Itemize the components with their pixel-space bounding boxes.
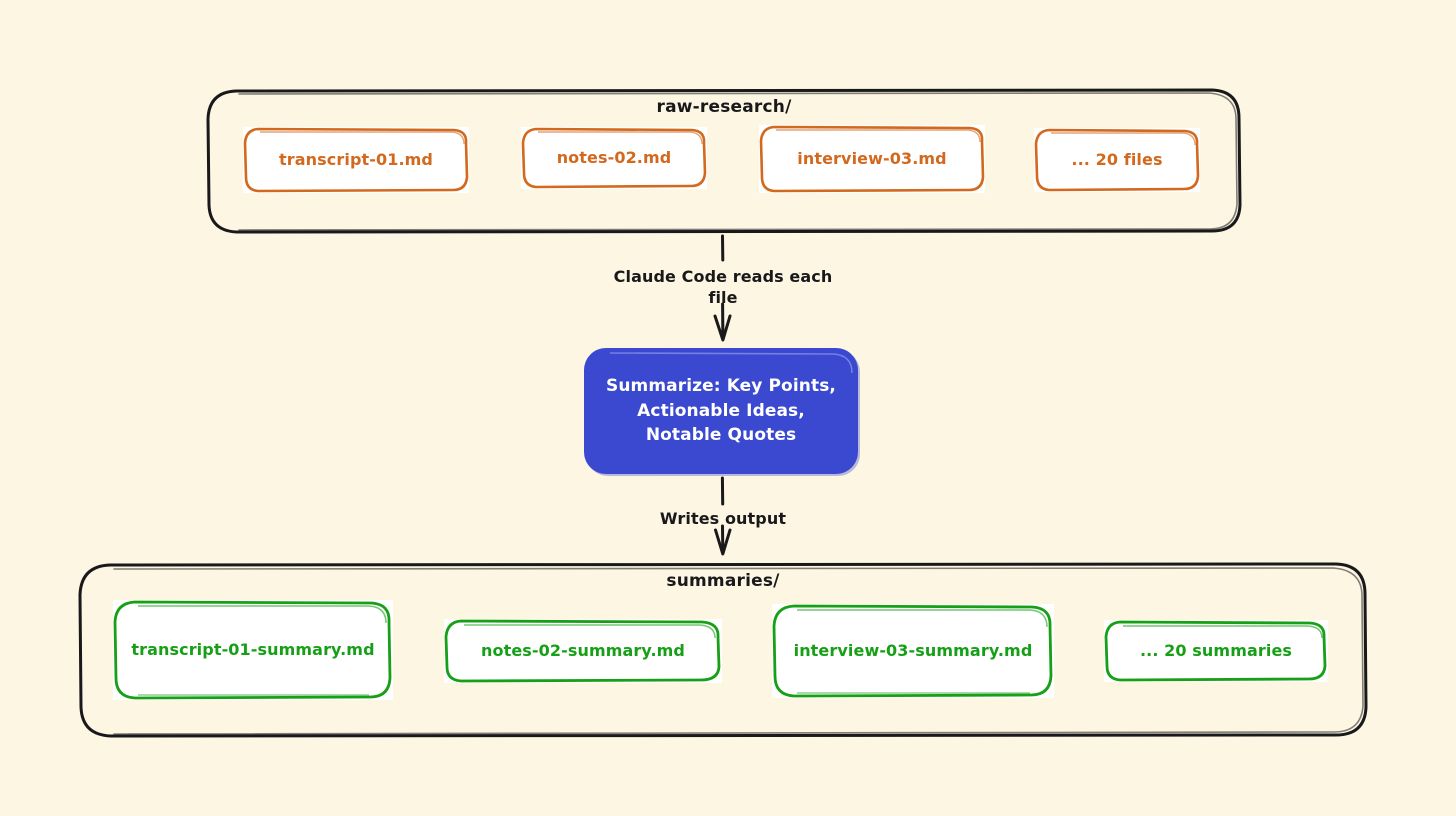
input-file-node[interactable]: interview-03.md [759, 125, 985, 193]
input-file-name: notes-02.md [556, 148, 672, 167]
output-file-node[interactable]: interview-03-summary.md [772, 604, 1054, 698]
output-file-node[interactable]: transcript-01-summary.md [113, 600, 393, 700]
output-folder-label: summaries/ [666, 571, 780, 591]
output-file-name: transcript-01-summary.md [131, 640, 375, 659]
input-file-name: interview-03.md [797, 149, 947, 168]
input-file-name: ... 20 files [1071, 150, 1163, 169]
output-file-node[interactable]: ... 20 summaries [1104, 620, 1328, 682]
edge-read-label-line2: file [708, 287, 738, 307]
input-file-node[interactable]: transcript-01.md [243, 127, 469, 193]
edge-write-label-line1: Writes output [659, 509, 787, 528]
output-file-name: ... 20 summaries [1139, 641, 1293, 660]
process-summarize-node[interactable]: Summarize: Key Points, Actionable Ideas,… [584, 348, 858, 474]
input-file-node[interactable]: notes-02.md [521, 127, 707, 189]
edge-read-label: Claude Code reads each file [573, 267, 873, 309]
input-file-node[interactable]: ... 20 files [1034, 128, 1200, 192]
process-summarize-label: Summarize: Key Points, Actionable Ideas,… [606, 376, 836, 446]
input-folder-label: raw-research/ [656, 97, 792, 117]
edge-write-label: Writes output [598, 509, 848, 530]
edge-read-label-line1: Claude Code reads each [613, 267, 833, 286]
output-file-node[interactable]: notes-02-summary.md [444, 619, 722, 683]
output-file-name: interview-03-summary.md [793, 641, 1033, 660]
output-file-name: notes-02-summary.md [481, 641, 685, 660]
input-file-name: transcript-01.md [279, 150, 433, 169]
